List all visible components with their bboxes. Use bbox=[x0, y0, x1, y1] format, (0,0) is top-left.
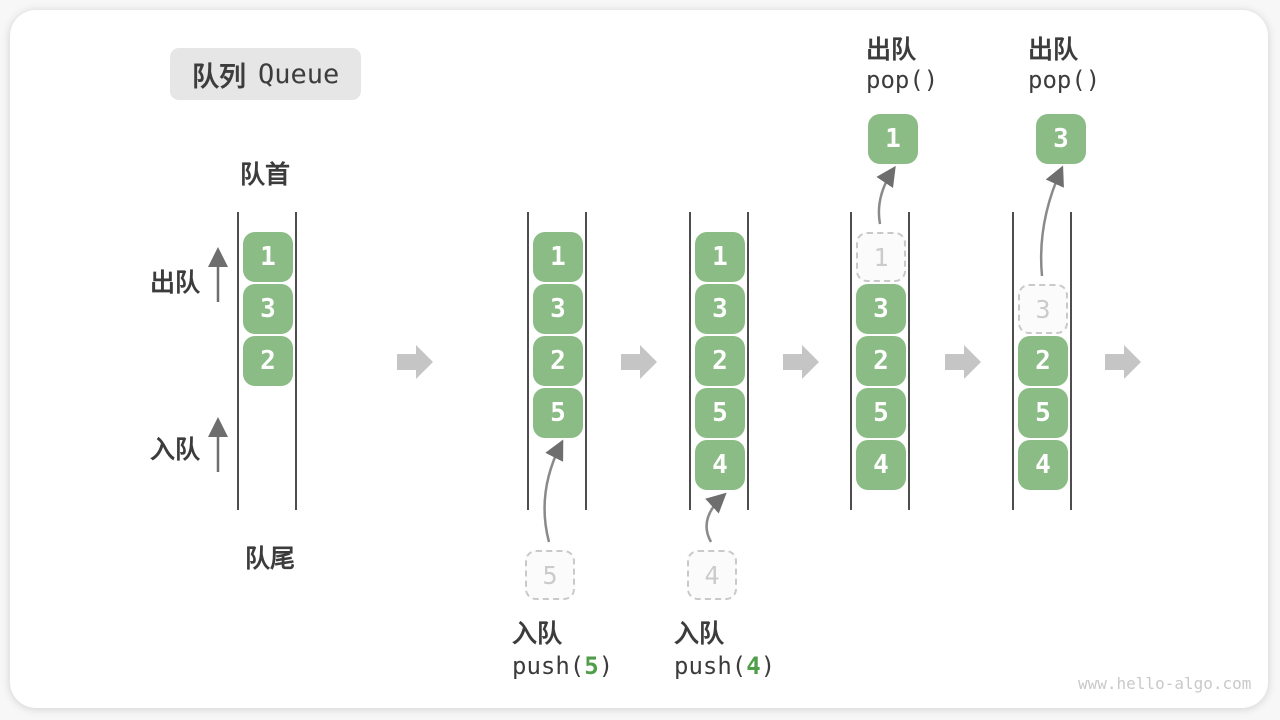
enqueue-op-label: 入队 bbox=[674, 619, 725, 648]
code-text: ) bbox=[598, 652, 614, 680]
queue-item: 2 bbox=[856, 336, 906, 386]
incoming-item: 4 bbox=[687, 550, 737, 600]
queue-item: 3 bbox=[695, 284, 745, 334]
dequeue-op-label: 出队 bbox=[866, 35, 917, 64]
queue-rear-label: 队尾 bbox=[245, 544, 296, 573]
queue-item: 3 bbox=[533, 284, 583, 334]
queue-rail-state-initial bbox=[237, 212, 297, 510]
incoming-item: 5 bbox=[525, 550, 575, 600]
queue-item: 1 bbox=[243, 232, 293, 282]
queue-item: 2 bbox=[533, 336, 583, 386]
enqueue-op-code: push(5) bbox=[512, 652, 613, 680]
title-en: Queue bbox=[258, 58, 340, 90]
title-zh: 队列 bbox=[192, 61, 246, 93]
queue-item-ghost: 1 bbox=[856, 232, 906, 282]
popped-item: 1 bbox=[868, 114, 918, 164]
enqueue-op-label: 入队 bbox=[512, 619, 563, 648]
dequeue-op-label: 出队 bbox=[1028, 35, 1079, 64]
queue-front-label: 队首 bbox=[240, 160, 291, 189]
title-badge: 队列 Queue bbox=[170, 48, 362, 100]
queue-item: 3 bbox=[856, 284, 906, 334]
queue-item: 5 bbox=[856, 388, 906, 438]
queue-rail-state-after-push-5 bbox=[527, 212, 587, 510]
dequeue-op-code: pop() bbox=[1028, 66, 1101, 94]
dequeue-op-code: pop() bbox=[866, 66, 939, 94]
queue-rail-state-after-push-4 bbox=[689, 212, 749, 510]
code-arg: 5 bbox=[584, 652, 599, 680]
queue-item: 1 bbox=[695, 232, 745, 282]
dequeue-side-label: 出队 bbox=[150, 268, 201, 297]
watermark: www.hello-algo.com bbox=[1078, 674, 1252, 693]
queue-item: 3 bbox=[243, 284, 293, 334]
queue-item: 4 bbox=[856, 440, 906, 490]
queue-item: 5 bbox=[533, 388, 583, 438]
queue-item: 1 bbox=[533, 232, 583, 282]
queue-item: 2 bbox=[243, 336, 293, 386]
popped-item: 3 bbox=[1036, 114, 1086, 164]
queue-item: 2 bbox=[695, 336, 745, 386]
queue-item: 2 bbox=[1018, 336, 1068, 386]
code-text: push( bbox=[512, 652, 585, 680]
code-arg: 4 bbox=[746, 652, 761, 680]
enqueue-op-code: push(4) bbox=[674, 652, 775, 680]
queue-item: 4 bbox=[1018, 440, 1068, 490]
code-text: push( bbox=[674, 652, 747, 680]
queue-item-ghost: 3 bbox=[1018, 284, 1068, 334]
queue-item: 5 bbox=[695, 388, 745, 438]
queue-rail-state-after-pop-1 bbox=[850, 212, 910, 510]
code-text: ) bbox=[760, 652, 776, 680]
queue-rail-state-after-pop-3 bbox=[1012, 212, 1072, 510]
queue-item: 5 bbox=[1018, 388, 1068, 438]
enqueue-side-label: 入队 bbox=[150, 435, 201, 464]
queue-item: 4 bbox=[695, 440, 745, 490]
